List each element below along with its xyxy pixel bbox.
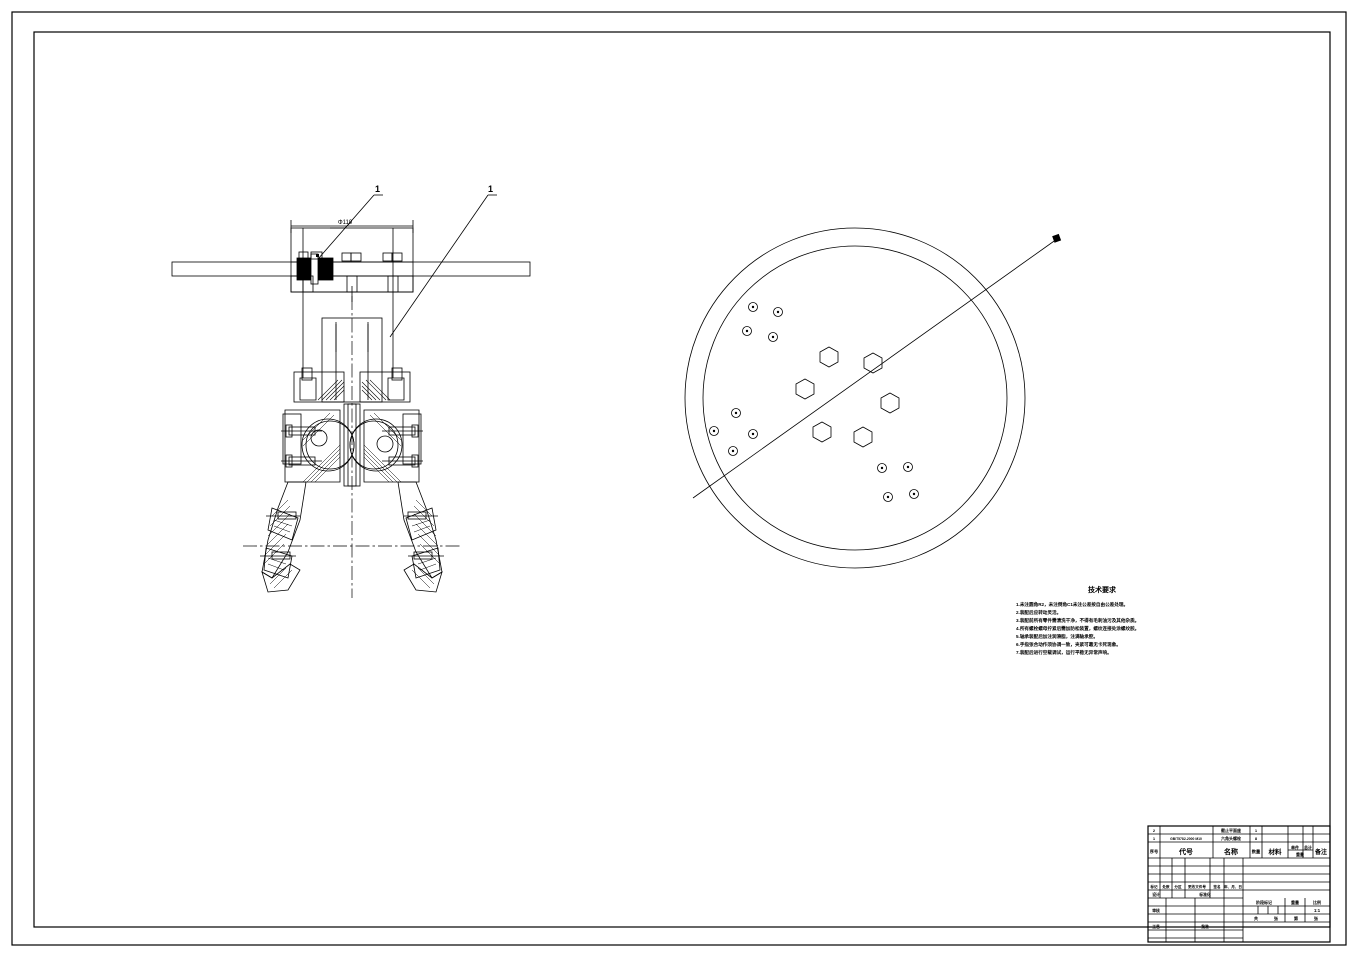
sheet-total-label: 共: [1254, 915, 1259, 922]
bearing-block-left: [296, 257, 312, 281]
top-bolt-head-1: [298, 251, 323, 260]
parts-row-no: 1: [1153, 836, 1156, 841]
hole-cluster-lower-left: [709, 408, 758, 456]
technical-notes: 技术要求 1.未注圆角R2，未注倒角C1未注公差按自由公差处理。 2.装配后应转…: [1016, 585, 1139, 656]
parts-header-no: 序号: [1150, 848, 1158, 855]
hole: [748, 302, 758, 312]
parts-row-qty: 8: [1255, 836, 1258, 841]
hole: [768, 332, 778, 342]
parts-header-qty: 数量: [1252, 848, 1261, 855]
connection-columns: [302, 302, 394, 378]
parts-row-qty: 1: [1255, 828, 1258, 833]
top-bolt-head-2: [341, 252, 362, 262]
dimension-text: Φ110: [338, 220, 353, 226]
parts-header-name: 名称: [1224, 847, 1238, 856]
scale-value: 1:1: [1314, 908, 1321, 913]
rev-col-docno: 更改文件号: [1187, 884, 1206, 889]
sheet-index-unit: 张: [1314, 915, 1319, 922]
rev-col-mark: 标记: [1149, 884, 1158, 889]
pivot-bolt-upper-left: [281, 424, 322, 438]
pivot-bolt-upper-right: [382, 424, 423, 438]
note-line: 3.装配前所有零件需清洗干净，不得有毛刺油污及其他杂质。: [1016, 617, 1139, 624]
pivot-bolt-lower-left: [281, 454, 322, 468]
note-line: 5.轴承装配后加注润滑脂，注满轴承腔。: [1016, 633, 1098, 640]
hole: [883, 492, 893, 502]
hole-cluster-lower-right: [877, 462, 919, 502]
pivot-bolt-lower-right: [382, 454, 423, 468]
parts-header-code: 代号: [1178, 847, 1193, 856]
parts-header-single: 单件: [1291, 844, 1299, 850]
front-view-gripper: Φ110 1 1: [171, 184, 531, 598]
hole: [728, 446, 738, 456]
section-leader-right: 1: [389, 184, 497, 338]
parts-header-material: 材料: [1268, 847, 1283, 856]
finger-arm-right: [397, 481, 443, 593]
section-mark-left: 1: [375, 184, 380, 194]
top-bolt-head-3: [382, 252, 403, 262]
jaw-pad-right-lower: [408, 547, 444, 579]
rev-col-date: 年、月、日: [1224, 884, 1242, 889]
note-line: 6.手指张合动作须协调一致，夹紧可靠无卡死现象。: [1016, 641, 1121, 648]
sig-role-standardize: 标准化: [1198, 892, 1211, 897]
finger-arm-left: [261, 481, 307, 593]
note-line: 4.所有螺栓螺母拧紧后需加防松装置，螺纹连接处涂螺纹胶。: [1016, 625, 1139, 632]
sig-role-review: 审核: [1152, 908, 1160, 913]
parts-row-name: 六角头螺栓: [1221, 835, 1241, 841]
note-line: 7.装配后进行空载调试，运行平稳无异常声响。: [1016, 649, 1112, 656]
stage-mark-label: 阶段标记: [1256, 899, 1272, 905]
mounting-rail: [171, 261, 531, 277]
parts-row-no: 2: [1153, 828, 1156, 833]
sheet-border-outer: [11, 11, 1347, 946]
shoulder-plate-left: [293, 367, 345, 403]
parts-row-name: 截止平面座: [1221, 827, 1241, 833]
section-leader-left: 1: [317, 184, 383, 260]
rev-col-zone: 分区: [1174, 884, 1182, 889]
jaw-pad-right-upper: [404, 507, 438, 541]
note-line: 2.装配后应转动灵活。: [1016, 609, 1061, 616]
hole-cluster-upper-left: [742, 302, 783, 342]
hole: [742, 326, 752, 336]
hex-bolt-group: [795, 346, 900, 448]
jaw-pad-left-lower: [260, 547, 296, 579]
mid-body-box: [321, 317, 383, 403]
section-mark-right: 1: [488, 184, 493, 194]
hole: [709, 426, 719, 436]
parts-row-code: GB/T5782-2000 M10: [1170, 837, 1202, 841]
shoulder-plate-right: [359, 367, 411, 403]
sig-role-design: 设计: [1152, 892, 1160, 897]
section-arrow-marker: [1052, 233, 1062, 243]
plan-view-flange: [684, 227, 1062, 569]
parts-header-weight: 重量: [1296, 851, 1304, 857]
weight-label: 重量: [1291, 899, 1299, 905]
dimension-phi110: Φ110: [290, 220, 414, 233]
jaw-pad-left-upper: [266, 507, 300, 541]
hole: [903, 462, 913, 472]
hole: [877, 463, 887, 473]
sheet-border-inner: [33, 31, 1331, 928]
bearing-block-right: [317, 257, 334, 281]
inner-circle: [702, 245, 1008, 551]
bearing-spacer: [310, 253, 319, 285]
note-line: 1.未注圆角R2，未注倒角C1未注公差按自由公差处理。: [1016, 601, 1128, 608]
hole: [773, 307, 783, 317]
plan-section-line: [692, 233, 1062, 499]
sig-role-process: 工艺: [1152, 924, 1160, 929]
hole: [909, 489, 919, 499]
rev-col-sign: 签名: [1213, 884, 1221, 889]
scale-label: 比例: [1313, 899, 1321, 905]
sheet-index-label: 第: [1294, 915, 1299, 922]
title-block: 2 截止平面座 1 1 GB/T5782-2000 M10 六角头螺栓 8 序号…: [1147, 825, 1331, 943]
sheet-total-unit: 张: [1274, 915, 1279, 922]
hole: [731, 408, 741, 418]
notes-title: 技术要求: [1088, 585, 1117, 594]
parts-header-remark: 备注: [1314, 848, 1327, 856]
rev-col-count: 处数: [1161, 884, 1170, 889]
parts-header-total: 总计: [1304, 844, 1312, 850]
hole: [748, 429, 758, 439]
sig-role-approve: 批准: [1201, 924, 1209, 929]
outer-circle: [684, 227, 1026, 569]
